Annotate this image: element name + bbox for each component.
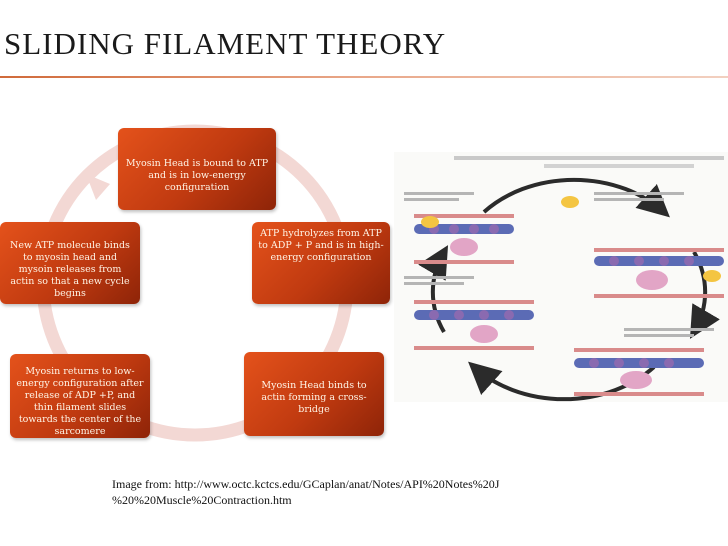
filament-bottom-left	[414, 300, 534, 350]
cycle-step-2-text: ATP hydrolyzes from ATP to ADP + P and i…	[258, 228, 384, 263]
filament-top-left	[414, 214, 514, 264]
cross-bridge-cycle-figure	[394, 152, 728, 402]
title-divider	[0, 76, 728, 78]
cycle-step-3-text: Myosin Head binds to actin forming a cro…	[261, 380, 367, 415]
cycle-step-1-text: Myosin Head is bound to ATP and is in lo…	[125, 158, 269, 193]
cycle-step-5: New ATP molecule binds to myosin head an…	[0, 222, 140, 304]
cycle-step-1: Myosin Head is bound to ATP and is in lo…	[118, 128, 276, 210]
cycle-step-4-text: Myosin returns to low-energy configurati…	[16, 366, 144, 437]
filament-top-right	[594, 248, 724, 298]
cross-bridge-illustration	[404, 156, 724, 402]
cycle-arrowhead	[86, 174, 110, 200]
page-title: SLIDING FILAMENT THEORY	[4, 26, 447, 61]
cycle-step-4: Myosin returns to low-energy configurati…	[10, 354, 150, 438]
cycle-step-3: Myosin Head binds to actin forming a cro…	[244, 352, 384, 436]
image-source-caption: Image from: http://www.octc.kctcs.edu/GC…	[112, 477, 500, 507]
cycle-step-5-text: New ATP molecule binds to myosin head an…	[10, 240, 130, 299]
filament-bottom-right	[574, 348, 704, 396]
cycle-step-2: ATP hydrolyzes from ATP to ADP + P and i…	[252, 222, 390, 304]
